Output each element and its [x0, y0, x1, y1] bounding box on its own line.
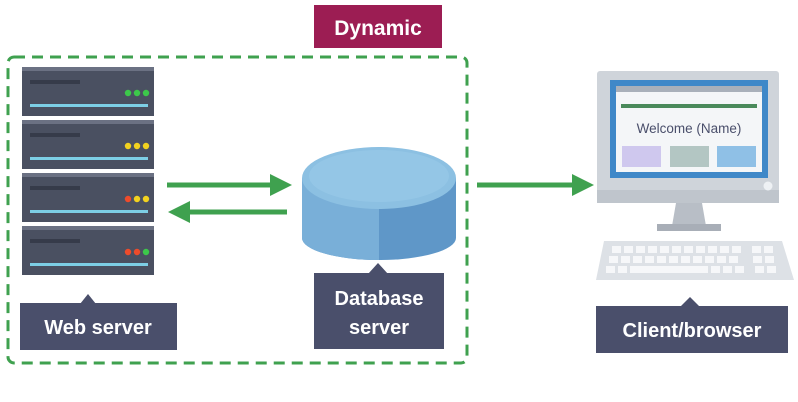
- client-browser-label-text: Client/browser: [623, 320, 762, 342]
- web-server-rack: [22, 67, 154, 275]
- dynamic-title-text: Dynamic: [334, 17, 422, 40]
- browser-welcome-text: Welcome (Name): [637, 121, 742, 136]
- client-browser-label: Client/browser: [596, 297, 788, 353]
- database-server-label: Database server: [314, 263, 444, 349]
- server-unit: [22, 173, 154, 222]
- web-server-label-text: Web server: [44, 317, 152, 339]
- database-icon: [302, 147, 456, 260]
- server-unit: [22, 67, 154, 116]
- dynamic-title: Dynamic: [314, 5, 442, 48]
- status-led-icon: [142, 248, 150, 256]
- status-led-icon: [142, 195, 150, 203]
- status-led-icon: [142, 89, 150, 97]
- status-led-icon: [133, 195, 141, 203]
- status-led-icon: [124, 248, 132, 256]
- status-led-icon: [124, 89, 132, 97]
- server-unit: [22, 120, 154, 169]
- client-computer-icon: Welcome (Name): [596, 71, 794, 280]
- status-led-icon: [133, 89, 141, 97]
- status-led-icon: [133, 142, 141, 150]
- server-unit: [22, 226, 154, 275]
- dynamic-boundary: [6, 55, 469, 365]
- status-led-icon: [133, 248, 141, 256]
- web-server-label: Web server: [20, 294, 177, 350]
- status-led-icon: [124, 142, 132, 150]
- status-led-icon: [142, 142, 150, 150]
- database-server-label-line1: Database: [335, 288, 424, 310]
- database-server-label-line2: server: [349, 317, 409, 339]
- status-led-icon: [124, 195, 132, 203]
